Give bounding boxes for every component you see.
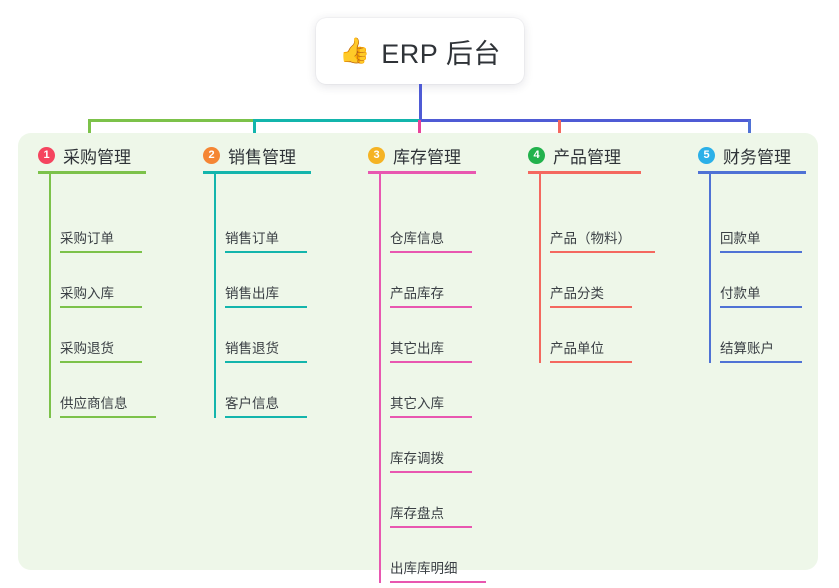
branch-item-label: 结算账户 — [720, 341, 774, 356]
branch-header-销售管理[interactable]: 2 销售管理 — [203, 143, 296, 168]
root-stem-connector — [419, 84, 422, 121]
branch-header-rule — [698, 171, 806, 174]
branch-header-rule — [368, 171, 476, 174]
branch-item-rule — [225, 251, 307, 253]
branch-item[interactable]: 产品单位 — [550, 323, 632, 363]
branch-item-rule — [550, 251, 655, 253]
thumbs-up-icon: 👍 — [339, 36, 371, 65]
branch-item-label: 销售退货 — [225, 341, 279, 356]
branch-item[interactable]: 产品（物料） — [550, 213, 655, 253]
branch-item[interactable]: 产品分类 — [550, 268, 632, 308]
branch-item[interactable]: 客户信息 — [225, 378, 307, 418]
branch-item-rule — [720, 306, 802, 308]
branch-item-rule — [225, 361, 307, 363]
branch-spine — [709, 174, 711, 363]
branch-title: 销售管理 — [228, 148, 296, 167]
root-node-erp-backend[interactable]: 👍 ERP 后台 — [316, 18, 524, 84]
branch-header-产品管理[interactable]: 4 产品管理 — [528, 143, 621, 168]
branches-panel — [18, 133, 818, 570]
branch-item-label: 其它出库 — [390, 341, 444, 356]
branch-item-rule — [390, 581, 486, 583]
branch-item-rule — [60, 361, 142, 363]
bus-segment-1 — [88, 119, 255, 122]
branch-header-rule — [528, 171, 641, 174]
branch-item-label: 产品分类 — [550, 286, 604, 301]
branch-item[interactable]: 销售退货 — [225, 323, 307, 363]
branch-item-label: 销售出库 — [225, 286, 279, 301]
branch-item-rule — [60, 251, 142, 253]
branch-header-rule — [38, 171, 146, 174]
branch-item-label: 库存调拨 — [390, 451, 444, 466]
branch-header-rule — [203, 171, 311, 174]
branch-item-rule — [390, 251, 472, 253]
branch-item-label: 客户信息 — [225, 396, 279, 411]
branch-item[interactable]: 其它出库 — [390, 323, 472, 363]
branch-item-rule — [720, 361, 802, 363]
branch-item-rule — [60, 416, 156, 418]
branch-item-label: 付款单 — [720, 286, 761, 301]
branch-item[interactable]: 销售订单 — [225, 213, 307, 253]
branch-item-label: 销售订单 — [225, 231, 279, 246]
branch-item-label: 仓库信息 — [390, 231, 444, 246]
branch-item[interactable]: 销售出库 — [225, 268, 307, 308]
bus-segment-right — [420, 119, 751, 122]
branch-item[interactable]: 其它入库 — [390, 378, 472, 418]
branch-header-采购管理[interactable]: 1 采购管理 — [38, 143, 131, 168]
branch-header-财务管理[interactable]: 5 财务管理 — [698, 143, 791, 168]
root-node-title: ERP 后台 — [381, 38, 501, 69]
branch-title: 财务管理 — [723, 148, 791, 167]
branch-item[interactable]: 付款单 — [720, 268, 802, 308]
branch-item[interactable]: 采购订单 — [60, 213, 142, 253]
branch-item-label: 产品单位 — [550, 341, 604, 356]
branch-item[interactable]: 库存调拨 — [390, 433, 472, 473]
branch-item-label: 采购订单 — [60, 231, 114, 246]
branch-spine — [379, 174, 381, 583]
branch-spine — [539, 174, 541, 363]
branch-item[interactable]: 出库库明细 — [390, 543, 486, 583]
branch-item-rule — [225, 416, 307, 418]
branch-title: 库存管理 — [393, 148, 461, 167]
branch-title: 产品管理 — [553, 148, 621, 167]
branch-number-badge: 5 — [698, 147, 715, 164]
branch-item-rule — [390, 416, 472, 418]
branch-item-label: 其它入库 — [390, 396, 444, 411]
branch-item-rule — [390, 526, 472, 528]
branch-item[interactable]: 采购入库 — [60, 268, 142, 308]
branch-item-label: 供应商信息 — [60, 396, 128, 411]
branch-item-rule — [225, 306, 307, 308]
branch-item[interactable]: 仓库信息 — [390, 213, 472, 253]
branch-item-rule — [550, 306, 632, 308]
branch-item[interactable]: 采购退货 — [60, 323, 142, 363]
branch-item-label: 出库库明细 — [390, 561, 458, 576]
branch-item-label: 回款单 — [720, 231, 761, 246]
branch-item-rule — [720, 251, 802, 253]
branch-item-rule — [390, 361, 472, 363]
branch-number-badge: 3 — [368, 147, 385, 164]
branch-item[interactable]: 供应商信息 — [60, 378, 156, 418]
branch-item-label: 产品库存 — [390, 286, 444, 301]
branch-item[interactable]: 库存盘点 — [390, 488, 472, 528]
bus-segment-2 — [253, 119, 422, 122]
branch-item[interactable]: 产品库存 — [390, 268, 472, 308]
branch-item[interactable]: 结算账户 — [720, 323, 802, 363]
branch-spine — [49, 174, 51, 418]
branch-number-badge: 1 — [38, 147, 55, 164]
branch-item[interactable]: 回款单 — [720, 213, 802, 253]
root-node-content: 👍 ERP 后台 — [339, 32, 501, 71]
branch-number-badge: 2 — [203, 147, 220, 164]
branch-item-rule — [60, 306, 142, 308]
branch-spine — [214, 174, 216, 418]
branch-item-rule — [390, 471, 472, 473]
branch-number-badge: 4 — [528, 147, 545, 164]
branch-item-rule — [390, 306, 472, 308]
branch-title: 采购管理 — [63, 148, 131, 167]
branch-item-label: 采购退货 — [60, 341, 114, 356]
branch-item-label: 产品（物料） — [550, 231, 631, 246]
branch-item-label: 采购入库 — [60, 286, 114, 301]
branch-item-label: 库存盘点 — [390, 506, 444, 521]
branch-header-库存管理[interactable]: 3 库存管理 — [368, 143, 461, 168]
branch-item-rule — [550, 361, 632, 363]
